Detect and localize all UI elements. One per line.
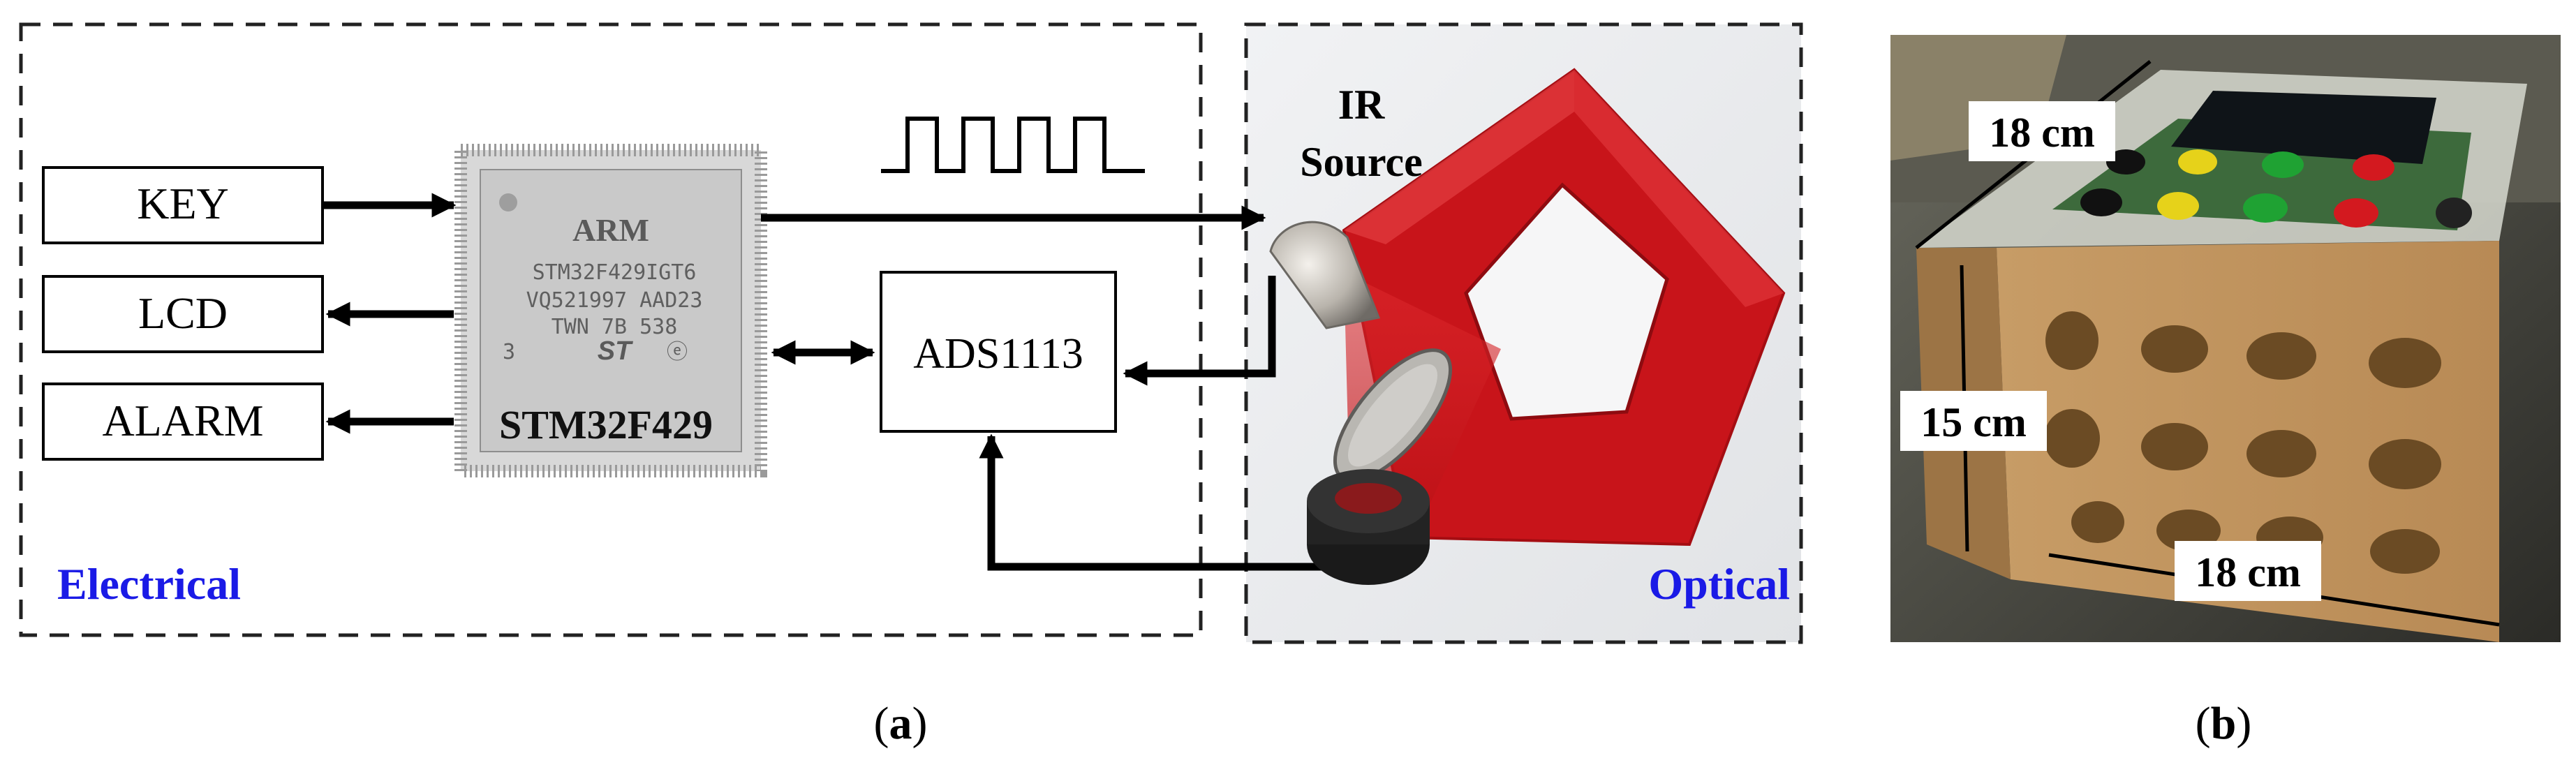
mcu-part-line2: VQ521997 AAD23: [526, 288, 703, 313]
adc-label: ADS1113: [913, 330, 1083, 378]
panel-a: KEY LCD ALARM ARM STM32F429IGT6 VQ521997…: [19, 22, 1803, 749]
electrical-region: [19, 22, 1203, 637]
alarm-block: ALARM: [42, 382, 324, 461]
ir-source-cone: [1269, 221, 1381, 329]
button-row: [2080, 149, 2472, 228]
box-holes: [2044, 311, 2441, 574]
dim-label-top: 18 cm: [1969, 101, 2115, 161]
dim-label-top-text: 18 cm: [1989, 110, 2095, 156]
adc-block: ADS1113: [880, 271, 1117, 433]
lcd-block: LCD: [42, 275, 324, 353]
electrical-region-label: Electrical: [57, 559, 241, 609]
mcu-brand: ARM: [572, 212, 649, 248]
caption-b-letter: b: [2211, 698, 2237, 749]
lcd-label: LCD: [138, 288, 228, 338]
mcu-part-line3: TWN 7B 538: [552, 315, 678, 339]
signal-cone-to-adc: [1123, 276, 1276, 386]
dim-label-height: 15 cm: [1900, 391, 2047, 451]
mcu-name: STM32F429: [499, 402, 713, 447]
dim-label-height-text: 15 cm: [1920, 399, 2027, 445]
mcu-part-line4: 3: [503, 340, 515, 364]
ir-source-label-line1: IR: [1338, 82, 1385, 128]
mcu-part-line1: STM32F429IGT6: [533, 260, 697, 285]
ir-source-label-line2: Source: [1300, 139, 1423, 185]
key-label: KEY: [137, 179, 229, 228]
mcu-part-line4b: ⓔ: [667, 340, 688, 364]
st-logo: ST: [598, 336, 633, 366]
caption-a-letter: a: [889, 698, 912, 749]
pulse-waveform: [881, 117, 1145, 173]
dim-label-bottom-text: 18 cm: [2195, 549, 2301, 595]
dim-label-bottom: 18 cm: [2175, 541, 2321, 601]
panel-b: 18 cm 15 cm 18 cm (b): [1890, 35, 2561, 749]
optical-region-label: Optical: [1648, 559, 1790, 609]
caption-b: (b): [2196, 698, 2252, 749]
mcu-chip: ARM STM32F429IGT6 VQ521997 AAD23 TWN 7B …: [454, 144, 767, 477]
caption-a: (a): [874, 698, 928, 749]
st-logo-text: ST: [598, 336, 633, 366]
optical-cell-illustration: IR Source: [1269, 68, 1786, 585]
ir-detector: [1307, 469, 1430, 585]
alarm-label: ALARM: [102, 396, 263, 445]
signal-detector-to-adc: [979, 433, 1326, 571]
key-block: KEY: [42, 166, 324, 244]
gas-cell-hole: [1464, 182, 1669, 421]
